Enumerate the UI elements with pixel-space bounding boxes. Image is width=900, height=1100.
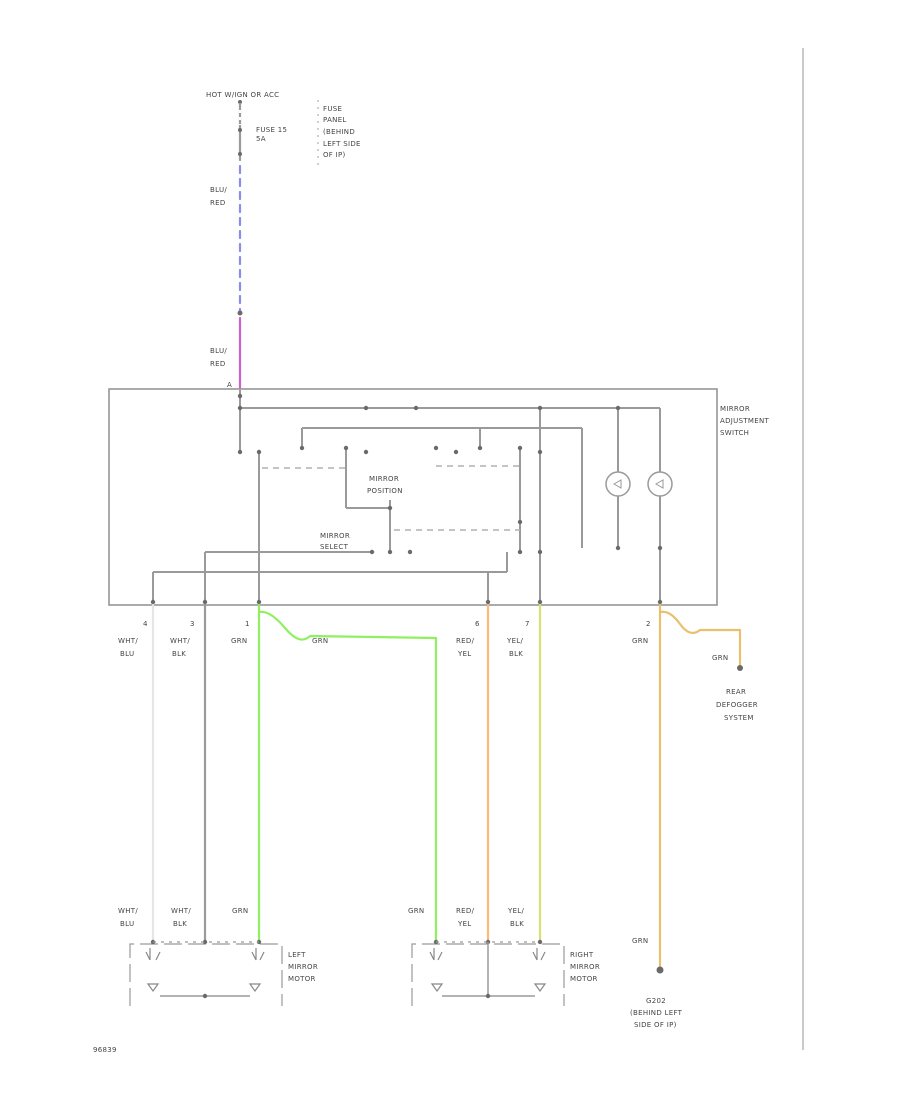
ground-label-1: G202 (646, 997, 666, 1005)
rear-defogger-label-3: SYSTEM (724, 714, 754, 722)
fuse-label-line1: FUSE 15 (256, 126, 287, 134)
rear-defogger-label-1: REAR (726, 688, 746, 696)
pin-num-6: 6 (475, 620, 480, 628)
switch-name-2: ADJUSTMENT (720, 417, 769, 425)
right-motor-label-2: MIRROR (570, 963, 600, 971)
pin-wire-1: GRN (231, 637, 247, 645)
wire-mid-label-1: BLU/ (210, 347, 227, 355)
figure-id: 96839 (93, 1046, 117, 1054)
left-motor-label-2: MIRROR (288, 963, 318, 971)
wire-top-label-1: BLU/ (210, 186, 227, 194)
mirror-adjustment-switch-box (108, 388, 718, 606)
pin-wire-6-line2: YEL (457, 650, 472, 658)
power-source-label: HOT W/IGN OR ACC (206, 91, 279, 99)
indicator-lamp-1 (605, 471, 631, 497)
indicator-lamp-2 (647, 471, 673, 497)
fuse-panel-label-2: PANEL (323, 116, 347, 124)
left-motor-label-3: MOTOR (288, 975, 316, 983)
connector-top (237, 310, 243, 316)
green-top-label: GRN (312, 637, 328, 645)
right-mirror-motor (411, 939, 565, 1006)
right-motor-label-3: MOTOR (570, 975, 598, 983)
wire-top-label-2: RED (210, 199, 226, 207)
fuse-panel-label-5: OF IP) (323, 151, 346, 159)
wire-grn-loop (257, 603, 438, 944)
wire-mid-label-2: RED (210, 360, 226, 368)
switch-contacts (150, 393, 663, 605)
ground-wire-label: GRN (632, 937, 648, 945)
bottom-right-wire-2-line1: RED/ (456, 907, 475, 915)
pin-wire-4-line2: BLU (120, 650, 134, 658)
pin-wire-6-line1: RED/ (456, 637, 475, 645)
mirror-select-label-2: SELECT (320, 543, 349, 551)
rear-defogger-label-2: DEFOGGER (716, 701, 758, 709)
ground-label-2: (BEHIND LEFT (630, 1009, 683, 1017)
fuse-panel-label-3: (BEHIND (323, 128, 355, 136)
fuse-label-line2: 5A (256, 135, 266, 143)
switch-name-1: MIRROR (720, 405, 750, 413)
pin-wire-4-line1: WHT/ (118, 637, 138, 645)
pin-wire-7-line1: YEL/ (506, 637, 523, 645)
pin-wire-3-line1: WHT/ (170, 637, 190, 645)
power-source-terminal (238, 100, 242, 104)
switch-name-3: SWITCH (720, 429, 749, 437)
pin-num-7: 7 (525, 620, 530, 628)
bottom-right-wire-3-line2: BLK (510, 920, 524, 928)
mirror-select-label-1: MIRROR (320, 532, 350, 540)
bottom-right-wire-2-line2: YEL (457, 920, 472, 928)
bottom-left-wire-2-line1: WHT/ (171, 907, 191, 915)
pin-num-2: 2 (646, 620, 651, 628)
bottom-left-wire-1-line1: WHT/ (118, 907, 138, 915)
ground-label-3: SIDE OF IP) (634, 1021, 677, 1029)
wire-grn-ground (658, 603, 742, 970)
right-motor-label-1: RIGHT (570, 951, 594, 959)
fuse-panel-label-4: LEFT SIDE (323, 140, 361, 148)
bottom-right-wire-3-line1: YEL/ (507, 907, 524, 915)
bottom-left-wire-3: GRN (232, 907, 248, 915)
ground-terminal (656, 966, 664, 974)
fuse-terminal-bottom (238, 152, 242, 156)
pin-num-1: 1 (245, 620, 250, 628)
switch-internal-wiring (152, 390, 661, 605)
fuse-panel-label-1: FUSE (323, 105, 342, 113)
rear-defogger-terminal (737, 665, 743, 671)
mirror-position-label-2: POSITION (367, 487, 403, 495)
pin-wire-7-line2: BLK (509, 650, 523, 658)
left-mirror-motor (129, 939, 283, 1006)
pin-num-4: 4 (143, 620, 148, 628)
mirror-position-label-1: MIRROR (369, 475, 399, 483)
pin-wire-3-line2: BLK (172, 650, 186, 658)
switch-pin-label: A (227, 381, 232, 389)
rear-defogger-wire: GRN (712, 654, 728, 662)
left-motor-label-1: LEFT (288, 951, 306, 959)
bottom-left-wire-1-line2: BLU (120, 920, 134, 928)
bottom-left-wire-2-line2: BLK (173, 920, 187, 928)
fuse-terminal-top (238, 128, 242, 132)
pin-wire-2: GRN (632, 637, 648, 645)
pin-num-3: 3 (190, 620, 195, 628)
bottom-right-wire-1: GRN (408, 907, 424, 915)
